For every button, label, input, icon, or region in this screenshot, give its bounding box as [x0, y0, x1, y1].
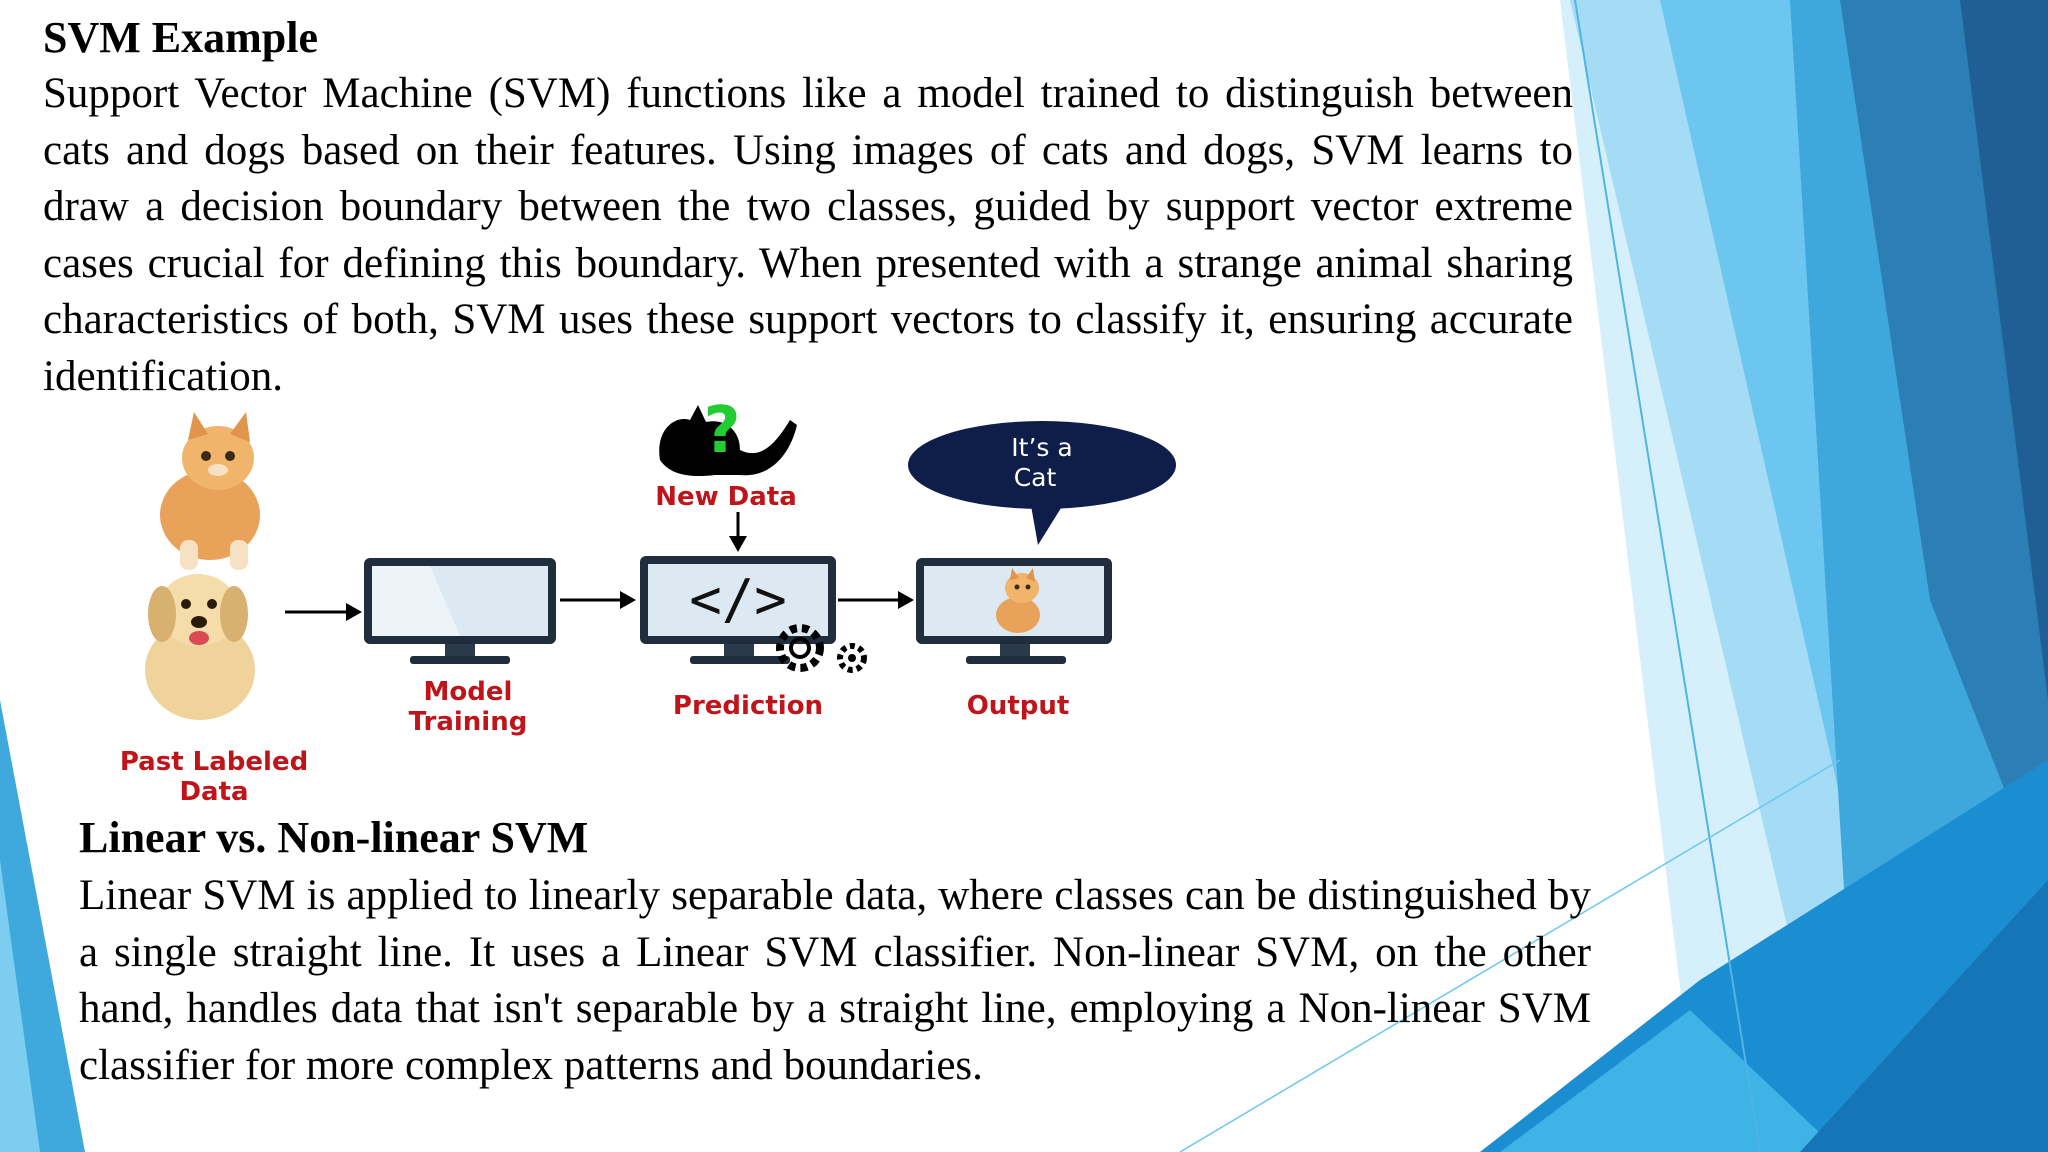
arrow-prediction-to-output: [838, 591, 914, 609]
past-labeled-data-label-line2: Data: [179, 777, 248, 807]
small-gear-icon: [837, 643, 867, 673]
output-kitten-image: [996, 568, 1040, 633]
svm-example-heading: SVM Example: [43, 13, 318, 62]
speech-bubble: [908, 421, 1176, 545]
puppy-image: [145, 574, 255, 720]
deco-bottom-dark-wedge: [1800, 880, 2048, 1152]
past-labeled-data-label-line1: Past Labeled: [120, 747, 308, 777]
code-brackets-icon: </>: [689, 568, 787, 631]
deco-thin-line-1: [1574, 0, 1761, 1152]
bubble-text-line1: It’s a: [1011, 433, 1072, 462]
prediction-label: Prediction: [673, 691, 823, 721]
kitten-image: [160, 412, 260, 570]
mystery-cat-icon: [659, 405, 797, 477]
svm-workflow-diagram: Past Labeled Data Model Training: [120, 400, 1176, 807]
bubble-text-line2: Cat: [1014, 463, 1057, 492]
svm-example-paragraph: Support Vector Machine (SVM) functions l…: [43, 70, 1573, 400]
question-mark-icon: ?: [703, 400, 740, 468]
deco-left-sliver-light: [0, 860, 40, 1152]
linear-vs-nonlinear-heading: Linear vs. Non-linear SVM: [79, 813, 589, 862]
linear-vs-nonlinear-paragraph: Linear SVM is applied to linearly separa…: [79, 872, 1591, 1089]
model-training-label-line1: Model: [424, 677, 513, 707]
new-data-label: New Data: [655, 482, 797, 512]
gear-icon: [776, 624, 824, 672]
arrow-new-data-to-prediction: [729, 512, 747, 552]
arrow-training-to-prediction: [560, 591, 636, 609]
model-training-label-line2: Training: [409, 707, 528, 737]
prediction-monitor: [640, 556, 836, 664]
deco-thin-line-2: [1179, 759, 1841, 1152]
model-training-monitor: [364, 558, 556, 664]
output-label: Output: [967, 691, 1070, 721]
deco-navy-panel: [1960, 0, 2048, 700]
arrow-data-to-training: [285, 603, 362, 621]
